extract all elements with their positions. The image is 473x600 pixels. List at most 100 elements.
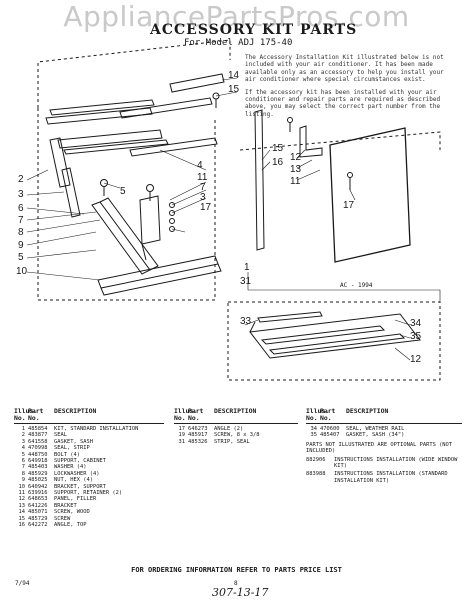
part-description: GASKET, SASH (34")	[346, 432, 405, 439]
exploded-diagram	[26, 39, 441, 381]
part-number: 883988	[306, 471, 326, 478]
callout-35: 35	[410, 331, 422, 342]
part-description: GASKET, SASH	[54, 438, 93, 445]
callout-34: 34	[410, 318, 422, 329]
part-number: 470600	[320, 426, 340, 432]
callout-12: 11	[290, 176, 301, 187]
part-number: 485025	[28, 477, 48, 484]
part-number: 485403	[28, 464, 48, 471]
part-description: SCREW	[54, 515, 71, 522]
page-subtitle: For Model ADJ 175-40	[184, 38, 293, 48]
page-number: 8	[234, 580, 238, 587]
part-description: BRACKET	[54, 502, 77, 509]
watermark-text: AppliancePartsPros.com	[63, 0, 410, 33]
illus-number: 35	[310, 432, 318, 439]
lower-gasket-assembly	[249, 311, 421, 359]
callout-4: 4	[197, 160, 203, 171]
callout-5: 5	[18, 252, 24, 263]
part-number: 641558	[28, 438, 48, 445]
part-description: SEAL, WEATHER RAIL	[346, 426, 405, 432]
part-number: 485071	[28, 509, 48, 516]
table-header: Illus. No. Part No. DESCRIPTION	[306, 408, 462, 424]
illus-number: 2	[21, 432, 25, 439]
callout-14: 13	[290, 164, 302, 175]
intro-paragraph: If the accessory kit has been installed …	[245, 88, 441, 118]
intro-paragraph: The Accessory Installation Kit illustrat…	[245, 54, 444, 84]
part-number: 640942	[28, 483, 48, 490]
part-description: ANGLE, TOP	[54, 522, 87, 529]
part-description: INSTRUCTIONS INSTALLATION (STANDARD INST…	[334, 471, 448, 484]
part-number: 649918	[28, 458, 48, 465]
illus-number: 31	[178, 438, 186, 445]
part-description: LOCKWASHER (4)	[54, 470, 100, 477]
part-description: PANEL, FILLER	[54, 496, 97, 503]
part-description: SCREW, WOOD	[54, 509, 90, 516]
lower-enclosure	[227, 301, 441, 381]
illus-number: 8	[21, 470, 25, 477]
intro-text: The Accessory Installation Kit illustrat…	[245, 54, 445, 123]
part-description: BOLT (4)	[54, 451, 80, 458]
part-description: SEAL, STRIP	[54, 445, 90, 452]
illus-number: 34	[310, 426, 318, 432]
part-number: 642272	[28, 522, 48, 529]
illus-number: 6	[21, 458, 25, 465]
callout-13: 12	[290, 152, 302, 163]
assembly-outline	[239, 131, 441, 151]
table-header: Illus. No. Part No. DESCRIPTION	[14, 408, 164, 424]
part-number: 882906	[306, 456, 326, 463]
part-description: ANGLE (2)	[214, 426, 244, 432]
assembly-outline	[37, 39, 231, 108]
part-description: SUPPORT, CABINET	[54, 458, 106, 465]
illus-number: 10	[18, 483, 26, 490]
ordering-footer: FOR ORDERING INFORMATION REFER TO PARTS …	[131, 566, 342, 574]
illus-number: 14	[18, 509, 26, 516]
illus-number: 9	[21, 477, 25, 484]
illus-number: 11	[18, 490, 26, 497]
callout-17: 16	[272, 157, 284, 168]
part-description: SEAL	[54, 432, 67, 439]
assembly-outline	[37, 108, 216, 301]
illus-number: 16	[18, 522, 26, 529]
part-number: 485407	[320, 432, 340, 439]
table-row: 883988 INSTRUCTIONS INSTALLATION (STANDAR…	[306, 471, 462, 484]
header-illus: Illus. No.	[14, 407, 38, 422]
callout-15: 15	[272, 143, 284, 154]
seal-strips	[45, 97, 218, 157]
optional-parts-note: PARTS NOT ILLUSTRATED ARE OPTIONAL PARTS…	[306, 441, 453, 455]
part-description: SUPPORT, RETAINER (2)	[54, 490, 123, 497]
header-desc: DESCRIPTION	[54, 407, 97, 415]
part-number: 485729	[28, 515, 48, 522]
part-number: 648653	[28, 496, 48, 503]
illus-number: 7	[21, 464, 25, 471]
header-illus: Illus. No.	[174, 407, 198, 422]
callout-16: 15	[228, 84, 240, 95]
part-number: 646273	[188, 426, 208, 432]
part-number: 470998	[28, 445, 48, 452]
callout-3: 17	[200, 202, 212, 213]
illus-number: 4	[21, 445, 25, 452]
leader-lines	[26, 77, 441, 361]
header-desc: DESCRIPTION	[346, 407, 389, 415]
callout-1: 1	[244, 262, 250, 273]
callout-8: 3	[200, 192, 206, 203]
callout-8: 8	[18, 227, 24, 238]
callout-10: 10	[16, 266, 28, 277]
header-part: Part No.	[28, 407, 44, 422]
part-description: BRACKET, SUPPORT	[54, 483, 106, 490]
